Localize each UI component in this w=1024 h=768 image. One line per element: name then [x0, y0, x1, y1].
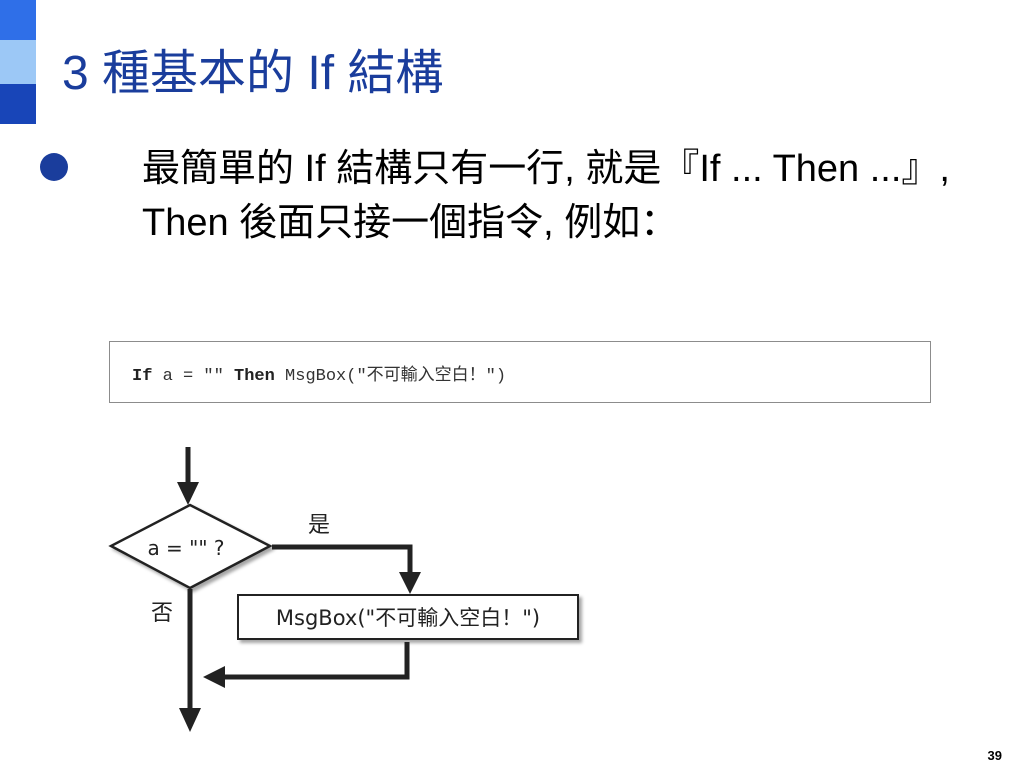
page-number: 39 — [987, 748, 1002, 763]
return-arrow-head — [203, 666, 225, 688]
code-keyword-if: If — [132, 367, 153, 386]
decision-label: a = "" ? — [147, 536, 224, 560]
deco-block-bottom — [0, 84, 36, 124]
yes-branch-line — [272, 544, 413, 574]
slide-title: 3 種基本的 If 結構 — [62, 47, 444, 100]
deco-block-top — [0, 0, 36, 40]
entry-arrow-head — [177, 482, 199, 505]
code-keyword-then: Then — [234, 367, 275, 386]
return-line — [222, 642, 410, 680]
decision-diamond — [108, 503, 273, 590]
code-statement: MsgBox("不可輸入空白！") — [274, 367, 507, 386]
process-label: MsgBox("不可輸入空白！") — [276, 606, 540, 630]
bullet-dot — [40, 153, 68, 181]
code-line: If a = "" Then MsgBox("不可輸入空白！") — [132, 360, 506, 386]
code-condition: a = "" — [152, 367, 235, 386]
code-example-box: If a = "" Then MsgBox("不可輸入空白！") — [109, 341, 931, 403]
deco-block-middle — [0, 40, 36, 84]
yes-arrow-head — [399, 572, 421, 594]
no-label: 否 — [151, 601, 173, 626]
exit-arrow-head — [179, 708, 201, 732]
process-box — [237, 594, 579, 640]
yes-label: 是 — [308, 513, 330, 538]
bullet-text: 最簡單的 If 結構只有一行, 就是『If ... Then ...』, The… — [142, 148, 950, 244]
